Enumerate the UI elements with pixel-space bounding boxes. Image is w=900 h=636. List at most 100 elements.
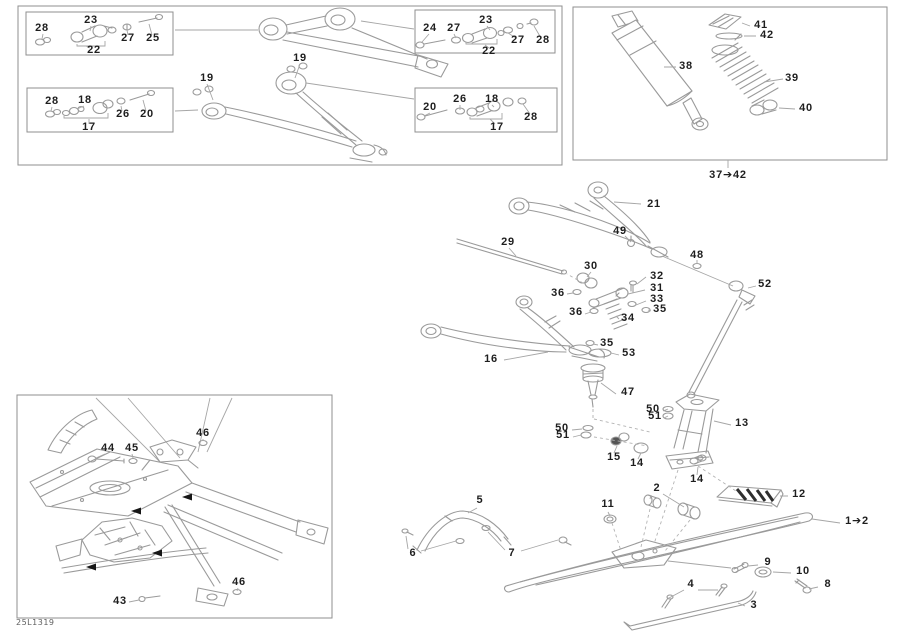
part-label-50: 50	[646, 403, 660, 415]
part-label-26: 26	[116, 108, 130, 120]
tie-rod-drawing	[661, 255, 756, 399]
leader-lines-boxes	[41, 22, 796, 603]
part-label-35: 35	[600, 337, 614, 349]
shock-callout-box	[572, 6, 888, 161]
frame-module-drawing	[29, 397, 329, 607]
part-label-9: 9	[765, 556, 772, 568]
top-left-outer-box	[17, 5, 563, 166]
assembly-arrow-icon	[131, 507, 141, 515]
part-label-16: 16	[484, 353, 498, 365]
upper-a-arm-drawing	[508, 181, 669, 258]
part-label-27: 27	[447, 22, 461, 34]
part-label-2: 2	[654, 482, 661, 494]
runner-drawing	[623, 583, 757, 631]
part-label-32: 32	[650, 270, 664, 282]
part-label-18: 18	[78, 94, 92, 106]
part-label-14: 14	[630, 457, 644, 469]
drawing-code: 25L1319	[16, 618, 55, 627]
part-label-15: 15	[607, 451, 621, 463]
spring-cap-drawing	[708, 13, 743, 40]
lower-a-arm-drawing	[420, 295, 612, 362]
part-label-20: 20	[140, 108, 154, 120]
knuckle-bushings-drawing	[580, 424, 707, 465]
construction-dashed-lines	[566, 273, 737, 552]
part-label-44: 44	[101, 442, 115, 454]
part-label-14: 14	[690, 473, 704, 485]
part-label-45: 45	[125, 442, 139, 454]
assembly-arrow-icon	[182, 493, 192, 501]
part-range-label-37-42: 37➔42	[709, 169, 747, 181]
part-label-49: 49	[613, 225, 627, 237]
part-label-19: 19	[293, 52, 307, 64]
kit-box-2-lower	[414, 87, 558, 133]
part-label-47: 47	[621, 386, 635, 398]
steering-linkage-drawing	[572, 272, 651, 330]
part-label-6: 6	[410, 547, 417, 559]
part-label-31: 31	[650, 282, 664, 294]
part-label-52: 52	[758, 278, 772, 290]
part-label-24: 24	[423, 22, 437, 34]
part-label-33: 33	[650, 293, 664, 305]
ski-bushings-drawing	[603, 494, 701, 524]
steering-knuckle-drawing	[662, 393, 720, 470]
assembly-arrow-icon	[86, 563, 96, 571]
ski-handle-drawing	[401, 510, 572, 554]
part-label-36: 36	[569, 306, 583, 318]
sway-bar-drawing	[456, 238, 568, 275]
part-label-48: 48	[690, 249, 704, 261]
part-label-8: 8	[825, 578, 832, 590]
part-label-7: 7	[509, 547, 516, 559]
callout-box-frames	[16, 5, 888, 619]
upper-a-arm-reference-drawing	[258, 7, 449, 78]
part-label-34: 34	[621, 312, 635, 324]
lower-a-arm-reference-drawing	[201, 71, 388, 163]
part-label-17: 17	[490, 121, 504, 133]
part-label-12: 12	[792, 488, 806, 500]
part-label-46: 46	[196, 427, 210, 439]
kit-connector-lines	[174, 20, 415, 112]
kit-box-1-lower	[26, 87, 174, 133]
part-label-28: 28	[524, 111, 538, 123]
part-label-13: 13	[735, 417, 749, 429]
part-label-28: 28	[35, 22, 49, 34]
part-label-22: 22	[482, 45, 496, 57]
part-label-20: 20	[423, 101, 437, 113]
part-label-25: 25	[146, 32, 160, 44]
frame-callout-box	[16, 394, 333, 619]
part-label-36: 36	[551, 287, 565, 299]
part-label-53: 53	[622, 347, 636, 359]
part-label-38: 38	[679, 60, 693, 72]
kit-box-1-upper	[25, 11, 174, 56]
part-label-28: 28	[536, 34, 550, 46]
part-label-40: 40	[799, 102, 813, 114]
part-label-29: 29	[501, 236, 515, 248]
part-label-51: 51	[648, 410, 662, 422]
part-label-50: 50	[555, 422, 569, 434]
shock-absorber-drawing	[611, 10, 709, 131]
part-label-5: 5	[477, 494, 484, 506]
part-label-46: 46	[232, 576, 246, 588]
part-label-4: 4	[688, 578, 695, 590]
part-label-21: 21	[647, 198, 661, 210]
part-label-11: 11	[601, 498, 614, 510]
part-label-3: 3	[751, 599, 758, 611]
hardware-kit-1-upper-drawing	[34, 13, 164, 47]
hardware-kit-1-lower-drawing	[44, 89, 156, 119]
coil-spring-drawing	[711, 33, 779, 104]
footrest-drawing	[716, 485, 784, 508]
part-label-30: 30	[584, 260, 598, 272]
kit-box-2-upper	[414, 9, 556, 54]
leader-lines-center	[503, 201, 757, 476]
part-label-27: 27	[511, 34, 525, 46]
part-label-28: 28	[45, 95, 59, 107]
part-label-18: 18	[485, 93, 499, 105]
hardware-kit-2-lower-drawing	[416, 97, 527, 121]
part-label-26: 26	[453, 93, 467, 105]
part-label-39: 39	[785, 72, 799, 84]
spring-stopper-drawing	[749, 99, 778, 116]
part-label-27: 27	[121, 32, 135, 44]
part-label-42: 42	[760, 29, 774, 41]
part-label-43: 43	[113, 595, 127, 607]
leader-lines-ski	[405, 493, 841, 607]
